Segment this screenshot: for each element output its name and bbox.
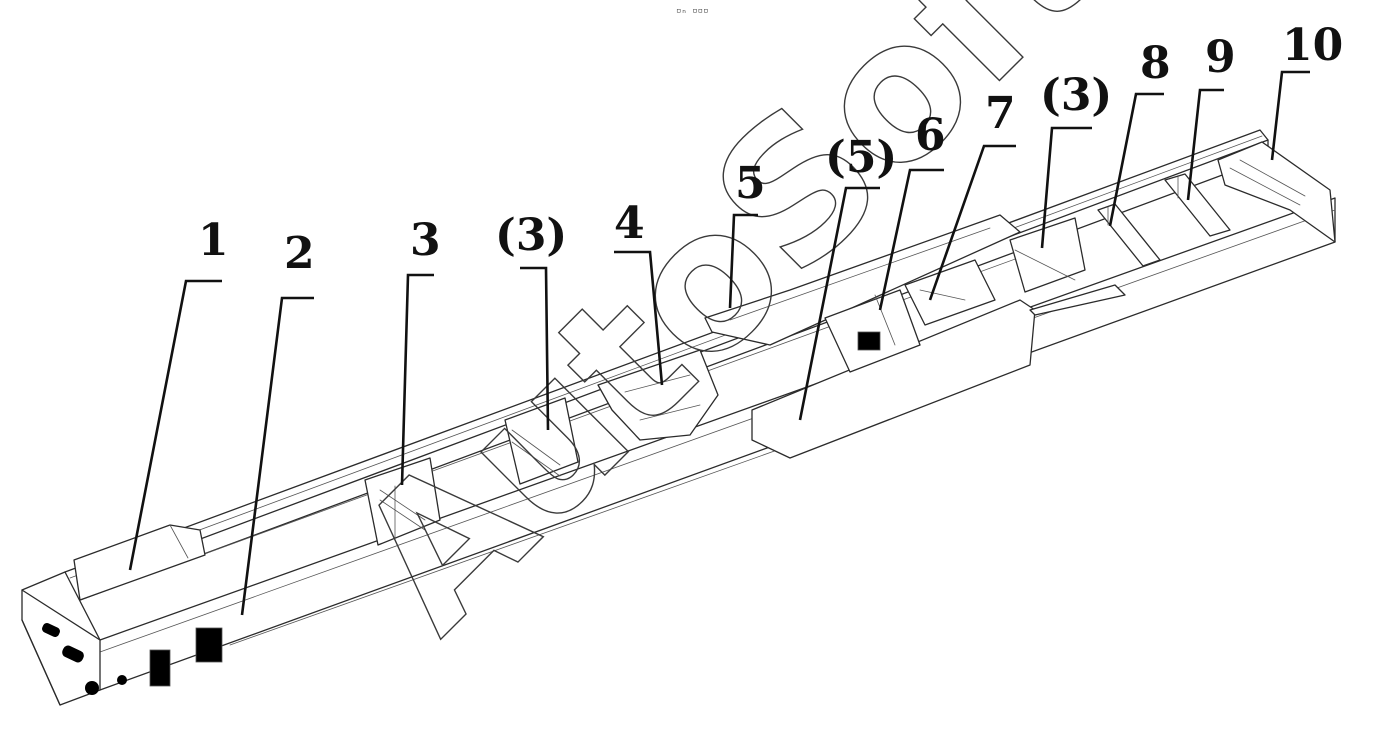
crossmember-3b	[504, 397, 579, 485]
crossmember-4	[597, 349, 719, 441]
leader-line-10	[1270, 70, 1310, 161]
leader-line-1	[128, 279, 222, 571]
callout-10: 10	[1282, 20, 1343, 71]
leader-line-8	[1108, 92, 1164, 227]
side-cover-5b	[751, 284, 1126, 459]
leader-line-6	[878, 168, 944, 311]
leader-line-4	[614, 250, 664, 386]
crossmember-9	[1164, 173, 1231, 237]
crossmember-3c	[1009, 217, 1086, 293]
crossmember-6	[824, 289, 921, 373]
callout-6: 6	[915, 110, 946, 161]
callout-3: 3	[410, 215, 441, 266]
callout-9: 9	[1205, 32, 1236, 83]
callout-3b: (3)	[495, 210, 567, 261]
callout-2: 2	[284, 228, 315, 279]
callout-8: 8	[1140, 38, 1171, 89]
callout-7: 7	[985, 88, 1016, 139]
header-text: ▫ₙ ▫▫▫	[676, 6, 709, 16]
callout-3c: (3)	[1040, 70, 1112, 121]
leader-line-9	[1186, 88, 1224, 201]
callout-1: 1	[198, 215, 229, 266]
callout-4: 4	[614, 198, 645, 249]
leader-line-3	[400, 273, 434, 486]
callout-5b: (5)	[825, 132, 897, 183]
rear-end-crossmember	[1217, 141, 1336, 243]
leader-line-5	[728, 213, 758, 309]
callout-5: 5	[735, 158, 766, 209]
bracket-7	[904, 259, 996, 326]
leader-line-2	[240, 296, 314, 616]
crossmember-3	[364, 457, 441, 546]
chassis-frame	[21, 129, 1336, 706]
reinforcement-plate-5	[704, 214, 1021, 346]
leader-line-5b	[798, 186, 880, 421]
crossmember-8	[1097, 203, 1161, 267]
leader-line-3b	[520, 266, 550, 431]
leader-line-3c	[1040, 126, 1092, 249]
callout-labels: 1 2 3 (3) 4 5 (5) 6 7 (3) 8 9 10	[198, 20, 1343, 279]
front-end-crossmember	[21, 571, 223, 706]
front-gusset-plate	[73, 524, 206, 601]
leader-line-7	[928, 144, 1016, 301]
leader-lines	[128, 70, 1310, 616]
